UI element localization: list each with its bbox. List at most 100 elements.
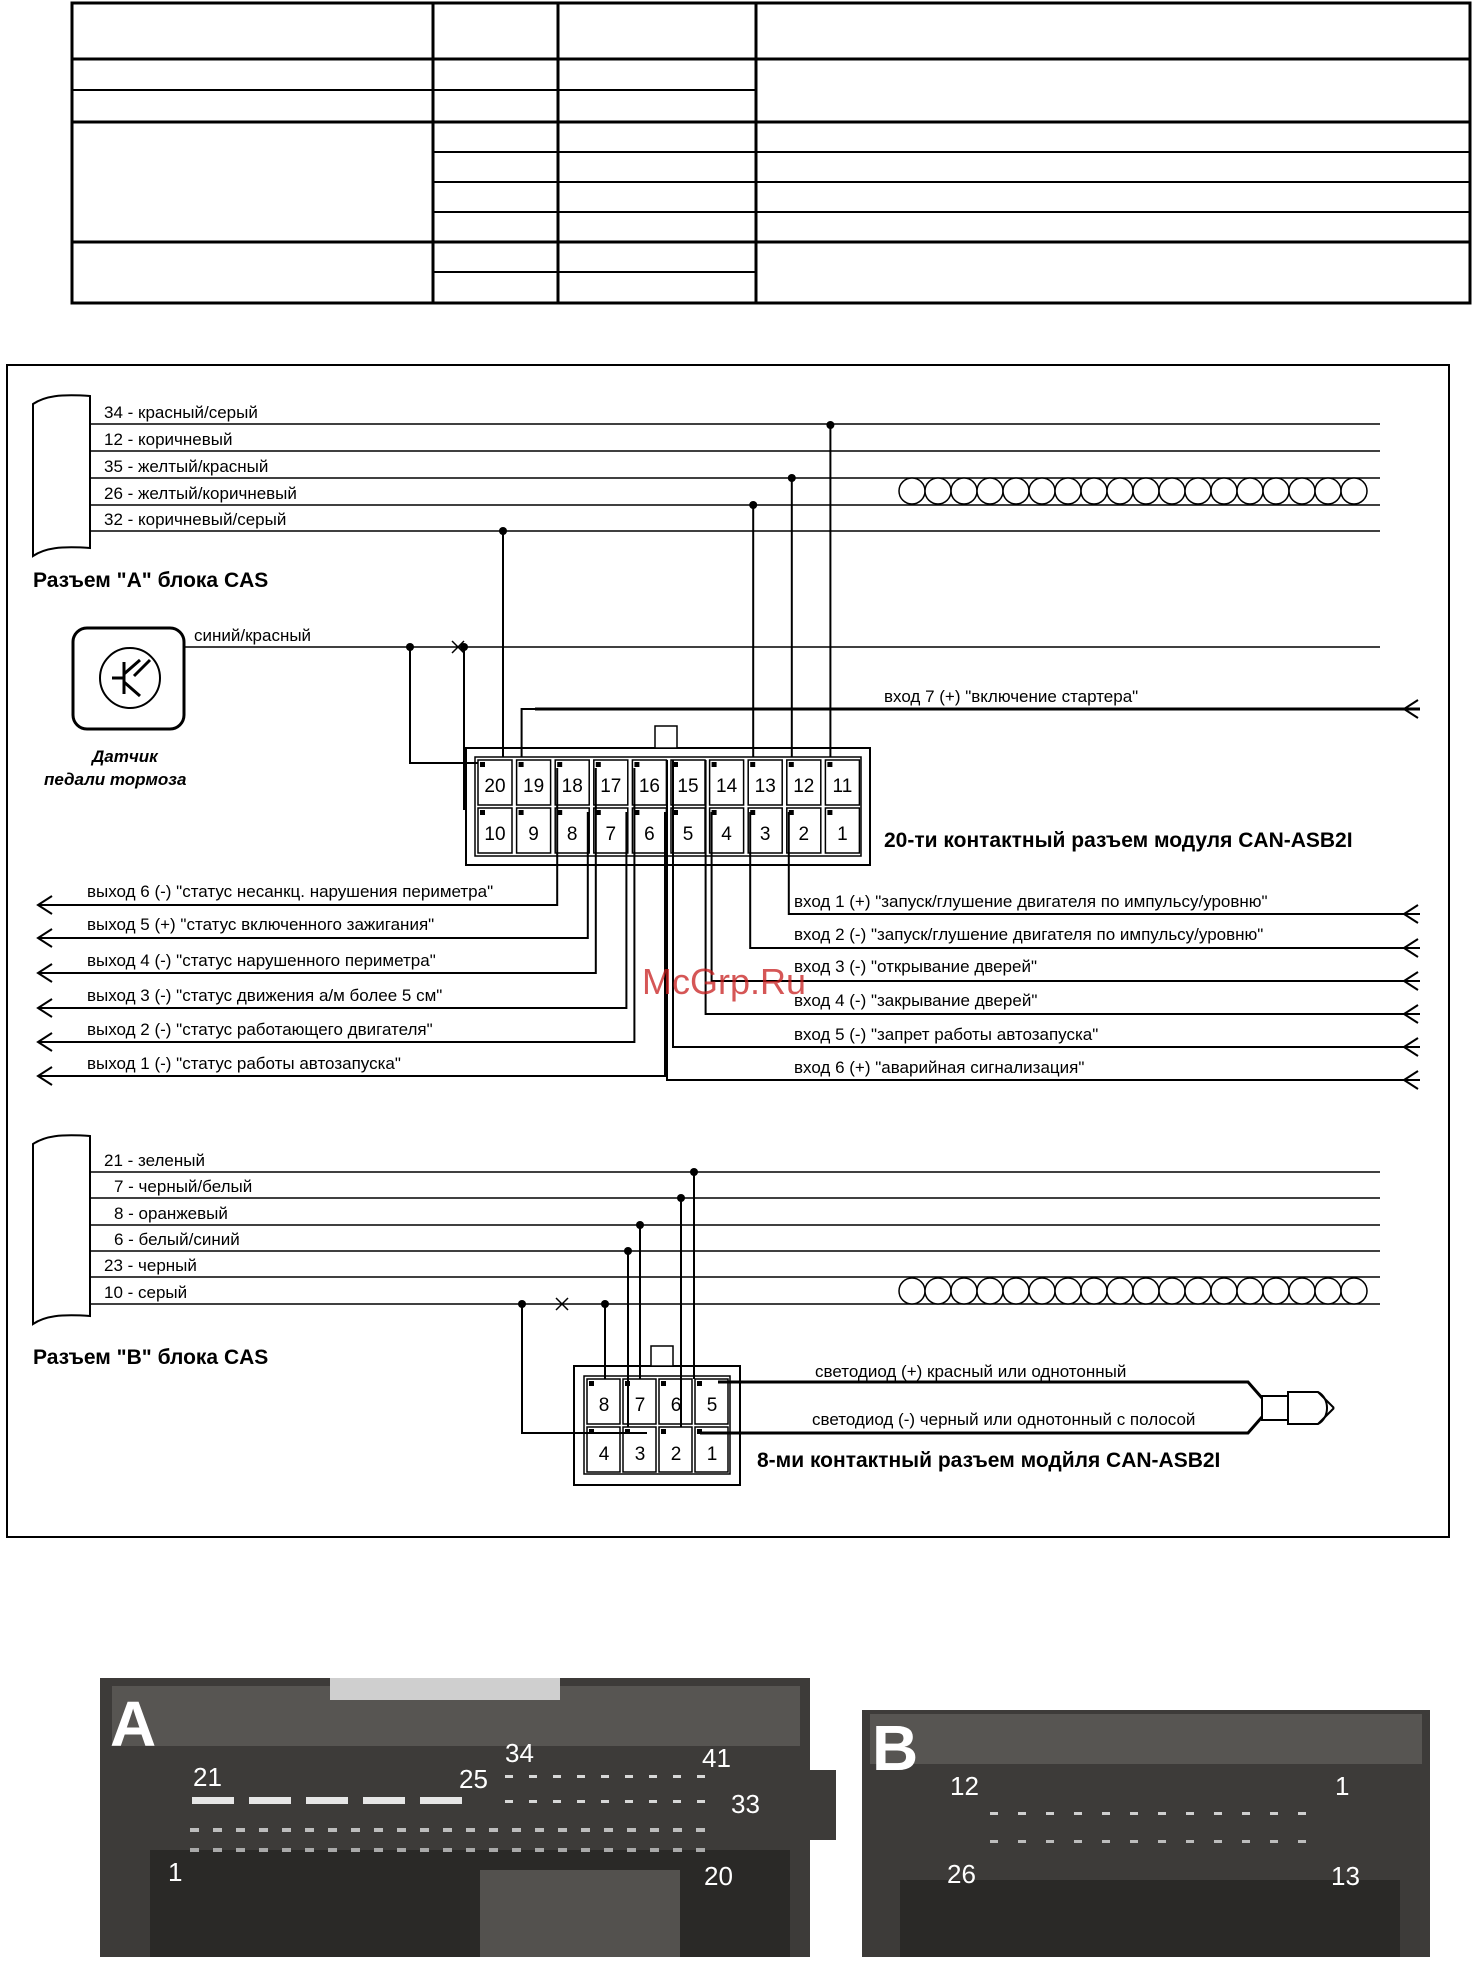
pin-number: 6 xyxy=(644,824,655,845)
twisted-pair-a xyxy=(898,477,1368,505)
pin-number: 3 xyxy=(635,1444,646,1465)
pin-contact xyxy=(581,1848,590,1852)
output-4: выход 4 (-) "статус нарушенного периметр… xyxy=(87,951,436,970)
pin-contact xyxy=(1242,1840,1250,1843)
photo-connector-a: A 21 25 34 41 33 1 20 xyxy=(100,1678,836,1957)
twist-loop xyxy=(1002,1277,1030,1305)
pin-cell xyxy=(708,759,745,806)
pin-number: 1 xyxy=(707,1444,718,1465)
pin-contact xyxy=(489,1848,498,1852)
arrow-icon xyxy=(1402,1004,1419,1024)
pin-contact xyxy=(505,1775,513,1778)
pin-contact xyxy=(305,1828,314,1832)
pin-contact xyxy=(673,1848,682,1852)
wire-path xyxy=(38,812,666,1077)
pin-cell xyxy=(747,807,783,854)
twist-loop xyxy=(1028,477,1056,505)
twist-loop xyxy=(1158,1277,1186,1305)
arrow-icon xyxy=(36,1066,53,1086)
twist-loop xyxy=(1262,477,1290,505)
input-4: вход 4 (-) "закрывание дверей" xyxy=(794,991,1037,1010)
twist-loop xyxy=(924,477,952,505)
output-5: выход 5 (+) "статус включенного зажигани… xyxy=(87,915,434,934)
pin-cell xyxy=(554,759,590,806)
pin-number: 9 xyxy=(528,824,539,845)
photo-b-letter: B xyxy=(872,1712,918,1784)
pin-contact xyxy=(750,762,756,767)
wire-path xyxy=(704,760,1420,1015)
twist-loop xyxy=(1106,477,1134,505)
pin-contact xyxy=(661,1429,666,1434)
twist-loop xyxy=(898,477,926,505)
pin-contact xyxy=(466,1828,475,1832)
pin-contact xyxy=(282,1828,291,1832)
pin-contact xyxy=(673,762,678,767)
pin-contact xyxy=(192,1797,234,1804)
cut-mark xyxy=(451,640,465,654)
twist-loop xyxy=(1340,477,1368,505)
pin-cell xyxy=(747,759,783,806)
wire-b-5: 23 - черный xyxy=(104,1256,197,1275)
pin-contact xyxy=(750,810,756,815)
pin-number: 19 xyxy=(523,776,544,797)
pin-contact xyxy=(697,1800,705,1803)
pin-contact xyxy=(535,1828,544,1832)
junction-dot xyxy=(518,1300,526,1308)
pin-number: 4 xyxy=(721,824,732,845)
arrow-icon xyxy=(36,998,53,1018)
sensor-wire-label: синий/красный xyxy=(194,626,311,645)
pin-contact xyxy=(420,1797,462,1804)
pin-contact xyxy=(374,1828,383,1832)
pin-contact xyxy=(1046,1840,1054,1843)
start-input-arrow xyxy=(1402,699,1419,719)
junction-dot xyxy=(601,1300,609,1308)
pin-contact xyxy=(480,762,485,767)
pin-cell xyxy=(708,807,745,854)
led-plus-label: светодиод (+) красный или однотонный xyxy=(815,1362,1126,1381)
pin-contact xyxy=(697,1775,705,1778)
pin-contact xyxy=(190,1828,199,1832)
pin-contact xyxy=(604,1848,613,1852)
output-2: выход 2 (-) "статус работающего двигател… xyxy=(87,1020,433,1039)
pin-number: 17 xyxy=(600,776,621,797)
pin-number: 14 xyxy=(716,776,738,797)
arrow-icon xyxy=(1402,904,1419,924)
module8-title: 8-ми контактный разъем модйля CAN-ASB2I xyxy=(757,1449,1220,1472)
led-minus-label: светодиод (-) черный или однотонный с по… xyxy=(812,1410,1195,1429)
photo-b-label-1: 1 xyxy=(1335,1771,1349,1801)
pin-contact xyxy=(363,1797,405,1804)
pin-contact xyxy=(466,1848,475,1852)
connector-b: 21 - зеленый 7 - черный/белый 8 - оранже… xyxy=(32,1134,1380,1369)
photo-b-label-12: 12 xyxy=(950,1771,979,1801)
connector-a-title: Разъем "А" блока CAS xyxy=(33,569,268,592)
pin-contact xyxy=(577,1800,585,1803)
pin-contact xyxy=(1102,1812,1110,1815)
twist-loop xyxy=(1236,1277,1264,1305)
pin-contact xyxy=(190,1848,199,1852)
input-1: вход 1 (+) "запуск/глушение двигателя по… xyxy=(794,892,1268,911)
pin-contact xyxy=(512,1848,521,1852)
io-wires xyxy=(36,421,1420,1090)
pin-contact xyxy=(236,1828,245,1832)
pin-contact xyxy=(627,1828,636,1832)
pin-contact xyxy=(236,1848,245,1852)
twist-loop xyxy=(1080,477,1108,505)
pin-contact xyxy=(697,1429,702,1434)
pin-contact xyxy=(328,1848,337,1852)
pin-contact xyxy=(420,1828,429,1832)
pin-contact xyxy=(1186,1840,1194,1843)
module20-title: 20-ти контактный разъем модуля CAN-ASB2I xyxy=(884,829,1353,852)
pin-number: 5 xyxy=(683,824,694,845)
pin-contact xyxy=(305,1848,314,1852)
pin-number: 2 xyxy=(799,824,810,845)
connector-a: 34 - красный/серый 12 - коричневый 35 - … xyxy=(32,394,1380,592)
pin-contact xyxy=(1046,1812,1054,1815)
pin-contact xyxy=(1186,1812,1194,1815)
pin-cell xyxy=(593,759,629,806)
wire-b-6: 10 - серый xyxy=(104,1283,187,1302)
wire-a-2: 12 - коричневый xyxy=(104,430,233,449)
pin-contact xyxy=(788,810,794,815)
twist-loop xyxy=(976,1277,1004,1305)
